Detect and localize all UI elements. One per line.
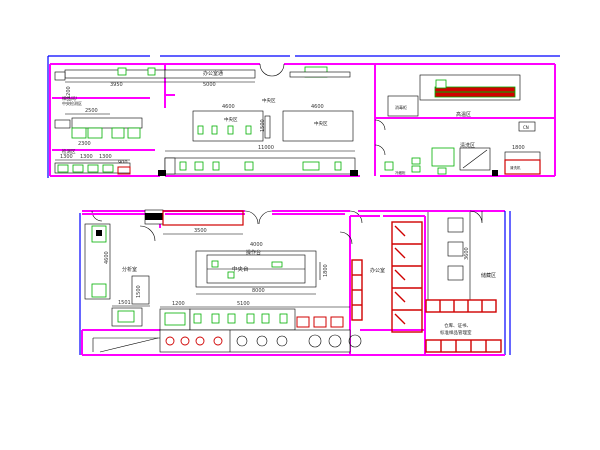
room-label-lockers-sub: 标准样品管理室 (440, 329, 472, 336)
upper-floor-plan: 办公室通 3950 5000 样品间/ 中央检测区 2500 2300 检测区 … (47, 55, 560, 178)
room-label-analysis: 分析室 (122, 266, 137, 273)
room-label-bench-center: 中央台 (232, 265, 249, 273)
room-label-sample-area-sub: 中央检测区 (62, 100, 82, 106)
room-label-office: 办公室 (370, 267, 385, 274)
room-label-storage: 高温区 (456, 111, 471, 118)
dim-4600a: 4600 (222, 104, 235, 110)
dim-4600-lower: 4600 (104, 251, 110, 264)
dim-1800-lower: 1800 (323, 264, 329, 277)
dim-1500: 1500 (260, 119, 266, 132)
room-label-lockers: 仓库、证书、 (444, 322, 471, 329)
room-label-bench-area: 检测区 (62, 148, 76, 155)
room-label-storage-area: 储藏区 (481, 272, 496, 279)
room-label-central: 中央区 (262, 97, 276, 104)
dim-1300b: 1300 (80, 154, 93, 160)
dim-1501: 1501 (118, 300, 131, 306)
tag-cab-r: CN (523, 125, 529, 130)
dim-2300: 2300 (78, 141, 91, 147)
tag-equip3: 冷藏柜 (395, 170, 406, 175)
room-label-middle-right: 中央区 (314, 120, 328, 127)
tag-equip2: 清洗机 (510, 165, 521, 170)
dim-4600b: 4600 (311, 104, 324, 110)
room-label-wash: 清洗区 (460, 142, 475, 149)
dim-1500-lower: 1500 (136, 285, 142, 298)
dim-1300a: 1300 (60, 154, 73, 160)
lower-floor-plan: 4600 分析室 1500 1501 3500 4000 操作台 中央台 800… (79, 209, 511, 356)
dim-1200: 1200 (66, 86, 72, 99)
dim-1200-lower: 1200 (172, 301, 185, 307)
dim-1800: 1800 (512, 145, 525, 151)
room-label-sample-area: 样品间/ (62, 95, 77, 102)
dim-5100: 5100 (237, 301, 250, 307)
room-label-middle-left: 中央区 (224, 116, 238, 123)
dim-3600: 3600 (464, 247, 470, 260)
dim-8000: 8000 (252, 288, 265, 294)
dim-1300c: 1300 (99, 154, 112, 160)
dim-3500: 3500 (194, 228, 207, 234)
dim-5000: 5000 (203, 82, 216, 88)
dim-3950: 3950 (110, 82, 123, 88)
tag-equip1: 消毒柜 (395, 104, 407, 110)
dim-2500: 2500 (85, 108, 98, 114)
dim-4000: 4000 (250, 242, 263, 248)
room-label-office-corridor: 办公室通 (203, 70, 223, 77)
dim-11000: 11000 (258, 145, 274, 151)
room-label-bench-title: 操作台 (246, 249, 261, 256)
